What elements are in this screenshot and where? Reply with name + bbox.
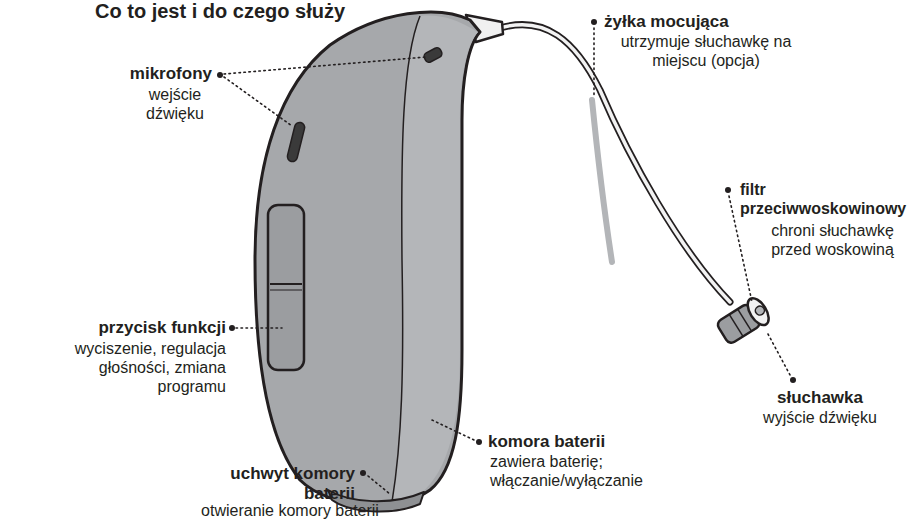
- part-name: żyłka mocująca: [604, 12, 804, 32]
- leader-dot: [591, 19, 597, 25]
- leader-dot: [476, 439, 482, 445]
- part-name: komora baterii: [488, 432, 688, 452]
- leader-dot: [229, 325, 235, 331]
- leader-dots: [217, 19, 796, 476]
- leader-line: [224, 77, 292, 126]
- leader-lines: [224, 28, 790, 494]
- microphone-side: [286, 121, 305, 162]
- receiver: [715, 295, 773, 347]
- part-name: uchwyt komory baterii: [227, 464, 355, 504]
- part-description: zawiera baterię; włączanie/wyłączanie: [490, 453, 675, 491]
- function-button: [268, 205, 304, 370]
- receiver-rib: [729, 314, 743, 336]
- leader-line: [368, 476, 390, 494]
- part-name: przycisk funkcji: [60, 318, 226, 338]
- part-description: utrzymuje słuchawkę na miejscu (opcja): [606, 33, 806, 71]
- leader-line: [432, 420, 474, 440]
- retention-line: [592, 100, 612, 262]
- page-title: Co to jest i do czego służy: [95, 0, 345, 23]
- part-description: wyciszenie, regulacja głośności, zmiana …: [56, 340, 226, 397]
- button-split: [270, 290, 302, 291]
- front-panel: [392, 16, 478, 502]
- leader-line: [593, 28, 595, 97]
- wax-filter: [743, 295, 772, 329]
- leader-dot: [360, 470, 366, 476]
- leader-dot: [217, 72, 223, 78]
- part-description: otwieranie komory baterii: [170, 502, 410, 521]
- part-description: wejście dźwięku: [125, 86, 225, 124]
- microphone-top: [423, 46, 444, 63]
- panel-seam: [392, 16, 420, 502]
- hearing-aid-body: [255, 12, 480, 505]
- button-split: [270, 283, 302, 285]
- part-name: mikrofony: [100, 64, 212, 84]
- leader-dot: [790, 377, 796, 383]
- leader-line: [224, 57, 426, 74]
- part-name: słuchawka: [760, 388, 880, 408]
- leader-line: [236, 327, 282, 329]
- part-description: chroni słuchawkę przed woskowiną: [765, 222, 900, 260]
- part-description: wyjście dźwięku: [745, 409, 895, 428]
- leader-dot: [725, 187, 731, 193]
- part-name: filtr przeciwwoskowinowy: [740, 181, 908, 219]
- leader-line: [768, 334, 790, 375]
- wax-filter-hole: [754, 304, 766, 316]
